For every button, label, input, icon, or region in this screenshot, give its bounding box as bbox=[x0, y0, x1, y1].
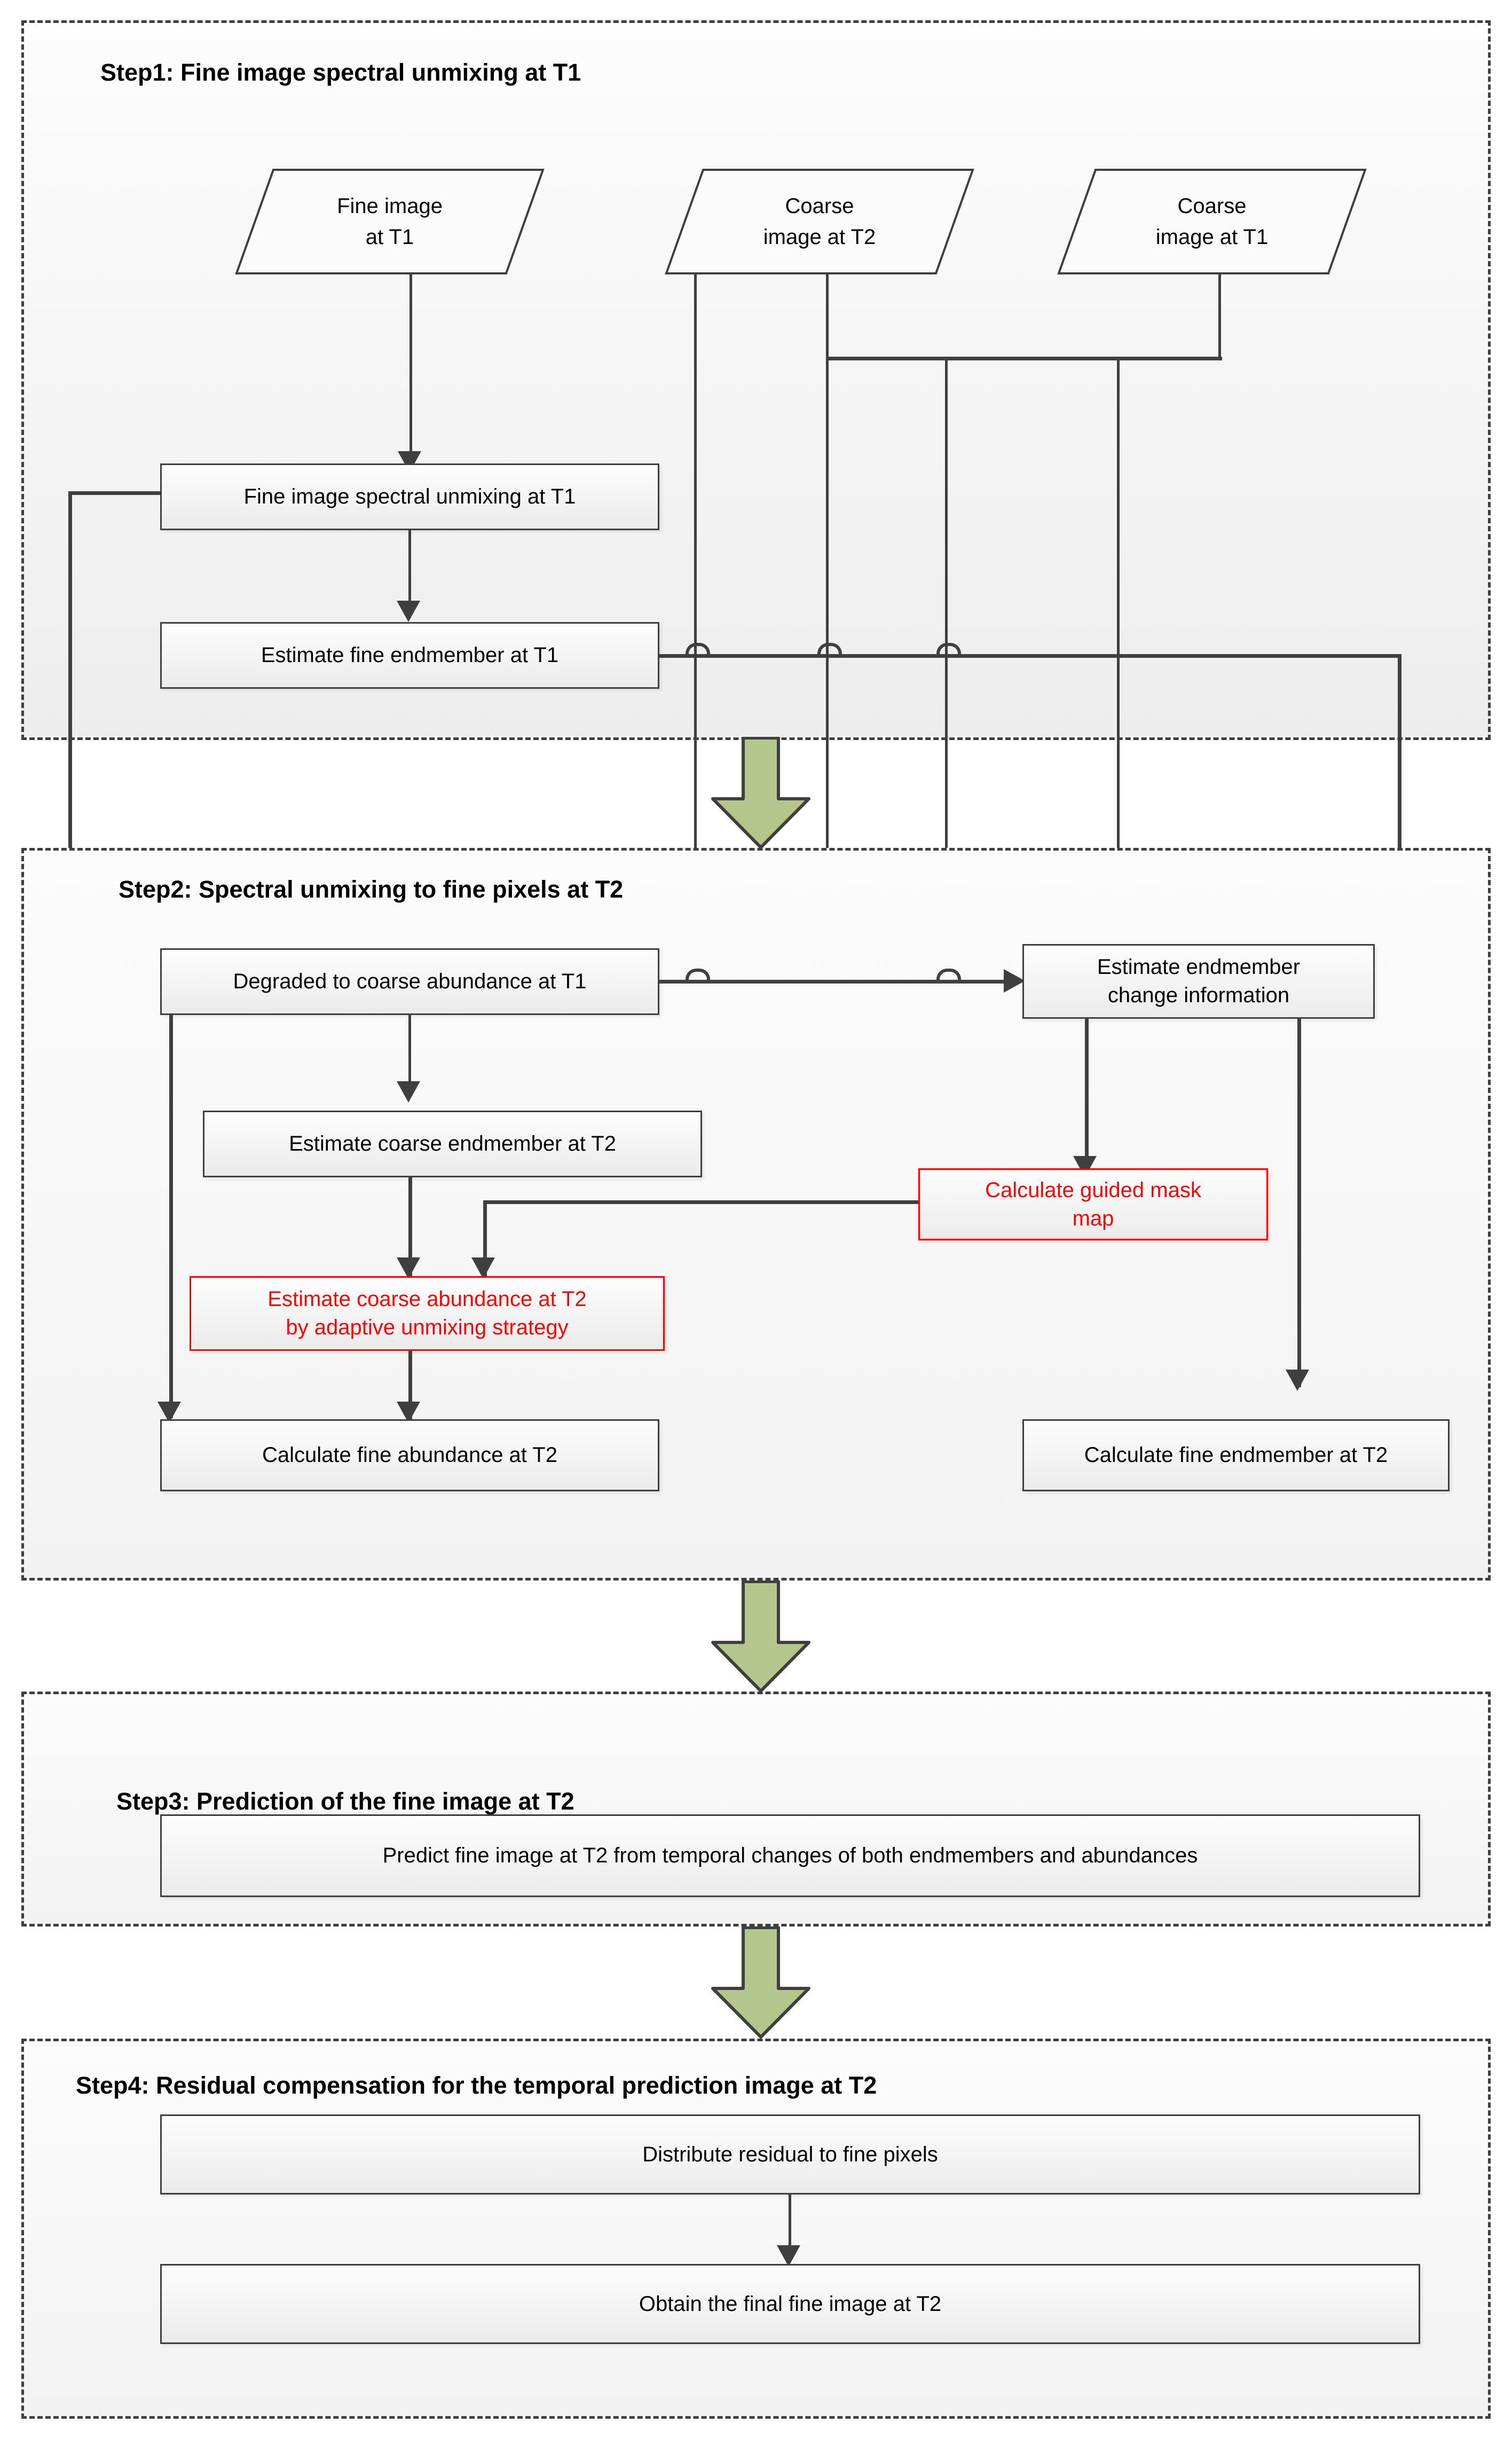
input-coarse-image-t2[interactable]: Coarse image at T2 bbox=[665, 168, 974, 275]
node-degraded-to-coarse-abundance-t1[interactable]: Degraded to coarse abundance at T1 bbox=[160, 948, 659, 1015]
edge-coarse-abundance-to-fine-abundance bbox=[408, 1351, 412, 1420]
input-coarse-image-t1-line2: image at T1 bbox=[1155, 225, 1269, 249]
edge-degraded-hop-2 bbox=[936, 969, 961, 984]
edge-endmember-t1-bus-hop-1 bbox=[686, 643, 710, 658]
input-coarse-image-t1[interactable]: Coarse image at T1 bbox=[1057, 168, 1367, 275]
node-obtain-final-fine-image-label: Obtain the final fine image at T2 bbox=[639, 2292, 942, 2316]
node-calculate-fine-endmember-t2-label: Calculate fine endmember at T2 bbox=[1084, 1443, 1388, 1467]
node-obtain-final-fine-image[interactable]: Obtain the final fine image at T2 bbox=[160, 2264, 1420, 2344]
edge-endmember-change-to-mask bbox=[1085, 1019, 1089, 1171]
node-estimate-endmember-change-line2: change information bbox=[1107, 984, 1290, 1007]
input-fine-image-t1-line1: Fine image bbox=[337, 194, 443, 218]
edge-endmember-t1-bus bbox=[659, 654, 1401, 658]
node-calculate-fine-endmember-t2[interactable]: Calculate fine endmember at T2 bbox=[1022, 1419, 1450, 1491]
green-arrow-step3-to-step4 bbox=[710, 1926, 812, 2039]
edge-endmember-change-to-fine-endmember bbox=[1297, 1019, 1301, 1387]
step4-title: Step4: Residual compensation for the tem… bbox=[76, 2072, 877, 2099]
edge-endmember-t1-bus-hop-2 bbox=[817, 643, 842, 658]
node-estimate-endmember-change-line1: Estimate endmember bbox=[1097, 955, 1301, 979]
node-estimate-fine-endmember-t1[interactable]: Estimate fine endmember at T1 bbox=[160, 622, 659, 689]
input-fine-image-t1[interactable]: Fine image at T1 bbox=[235, 168, 545, 275]
edge-mask-to-coarse-abundance-vertical bbox=[483, 1200, 487, 1278]
edge-degraded-to-coarse-endmember bbox=[408, 1015, 411, 1090]
step4-container bbox=[21, 2039, 1491, 2419]
node-calculate-guided-mask-map[interactable]: Calculate guided mask map bbox=[918, 1168, 1268, 1240]
edge-mask-to-coarse-abundance-arrowhead bbox=[471, 1257, 495, 1279]
edge-degraded-to-endmember-change-arrowhead bbox=[1004, 969, 1025, 993]
input-fine-image-t1-line2: at T1 bbox=[365, 225, 414, 249]
step3-title: Step3: Prediction of the fine image at T… bbox=[116, 1788, 574, 1815]
step2-title: Step2: Spectral unmixing to fine pixels … bbox=[119, 876, 624, 903]
green-arrow-step1-to-step2 bbox=[710, 736, 812, 849]
edge-coarse-t1-drop bbox=[1218, 273, 1221, 359]
step1-title: Step1: Fine image spectral unmixing at T… bbox=[100, 59, 581, 86]
node-estimate-coarse-abundance-t2[interactable]: Estimate coarse abundance at T2 by adapt… bbox=[190, 1276, 665, 1351]
node-calculate-guided-mask-map-line2: map bbox=[1072, 1206, 1114, 1230]
node-estimate-fine-endmember-t1-label: Estimate fine endmember at T1 bbox=[261, 643, 559, 667]
edge-coarse-join-bar bbox=[826, 357, 1222, 360]
node-calculate-guided-mask-map-line1: Calculate guided mask bbox=[985, 1178, 1201, 1202]
edge-mask-to-coarse-abundance-horizontal bbox=[483, 1200, 918, 1204]
input-coarse-image-t2-line2: image at T2 bbox=[763, 225, 876, 249]
node-estimate-endmember-change-information[interactable]: Estimate endmember change information bbox=[1022, 944, 1375, 1019]
node-distribute-residual[interactable]: Distribute residual to fine pixels bbox=[160, 2114, 1420, 2195]
node-estimate-coarse-endmember-t2-label: Estimate coarse endmember at T2 bbox=[289, 1132, 616, 1156]
edge-endmember-change-to-fine-endmember-arrowhead bbox=[1286, 1370, 1309, 1391]
step1-container bbox=[21, 20, 1491, 740]
edge-unmixing-to-endmember-t1-arrowhead bbox=[397, 601, 420, 622]
edge-degraded-hop-1 bbox=[686, 969, 710, 984]
node-estimate-coarse-abundance-t2-line2: by adaptive unmixing strategy bbox=[286, 1316, 569, 1339]
node-fine-image-spectral-unmixing-t1-label: Fine image spectral unmixing at T1 bbox=[243, 485, 576, 509]
edge-coarse-endmember-to-coarse-abundance-arrowhead bbox=[397, 1257, 420, 1279]
green-arrow-step2-to-step3 bbox=[710, 1580, 812, 1693]
edge-degraded-to-fine-abundance bbox=[169, 1015, 173, 1418]
node-predict-fine-image-t2[interactable]: Predict fine image at T2 from temporal c… bbox=[160, 1814, 1420, 1897]
node-calculate-fine-abundance-t2-label: Calculate fine abundance at T2 bbox=[262, 1443, 557, 1467]
input-coarse-image-t1-line1: Coarse bbox=[1177, 194, 1247, 218]
node-distribute-residual-label: Distribute residual to fine pixels bbox=[642, 2142, 938, 2166]
input-coarse-image-t2-line1: Coarse bbox=[785, 194, 854, 218]
node-estimate-coarse-abundance-t2-line1: Estimate coarse abundance at T2 bbox=[267, 1287, 587, 1311]
edge-coarse-t2-right-drop bbox=[826, 273, 829, 997]
node-estimate-coarse-endmember-t2[interactable]: Estimate coarse endmember at T2 bbox=[203, 1111, 702, 1177]
edge-coarse-join-descender-b bbox=[1117, 357, 1120, 939]
edge-distribute-to-obtain-final bbox=[789, 2195, 791, 2259]
node-calculate-fine-abundance-t2[interactable]: Calculate fine abundance at T2 bbox=[160, 1419, 659, 1491]
edge-coarse-t2-left-drop bbox=[694, 273, 697, 977]
node-predict-fine-image-t2-label: Predict fine image at T2 from temporal c… bbox=[382, 1844, 1198, 1868]
edge-coarse-endmember-to-coarse-abundance bbox=[408, 1177, 412, 1279]
edge-degraded-to-endmember-change bbox=[659, 980, 1009, 984]
edge-unmixing-to-endmember-t1 bbox=[408, 530, 411, 613]
edge-distribute-to-obtain-final-arrowhead bbox=[777, 2245, 800, 2267]
node-degraded-to-coarse-abundance-t1-label: Degraded to coarse abundance at T1 bbox=[233, 970, 587, 994]
node-fine-image-spectral-unmixing-t1[interactable]: Fine image spectral unmixing at T1 bbox=[160, 463, 659, 530]
edge-degraded-to-coarse-endmember-arrowhead bbox=[397, 1081, 420, 1103]
edge-fine-t1-to-unmixing bbox=[410, 273, 412, 463]
edge-left-bus-top bbox=[68, 491, 162, 495]
edge-endmember-t1-bus-hop-3 bbox=[936, 643, 961, 658]
